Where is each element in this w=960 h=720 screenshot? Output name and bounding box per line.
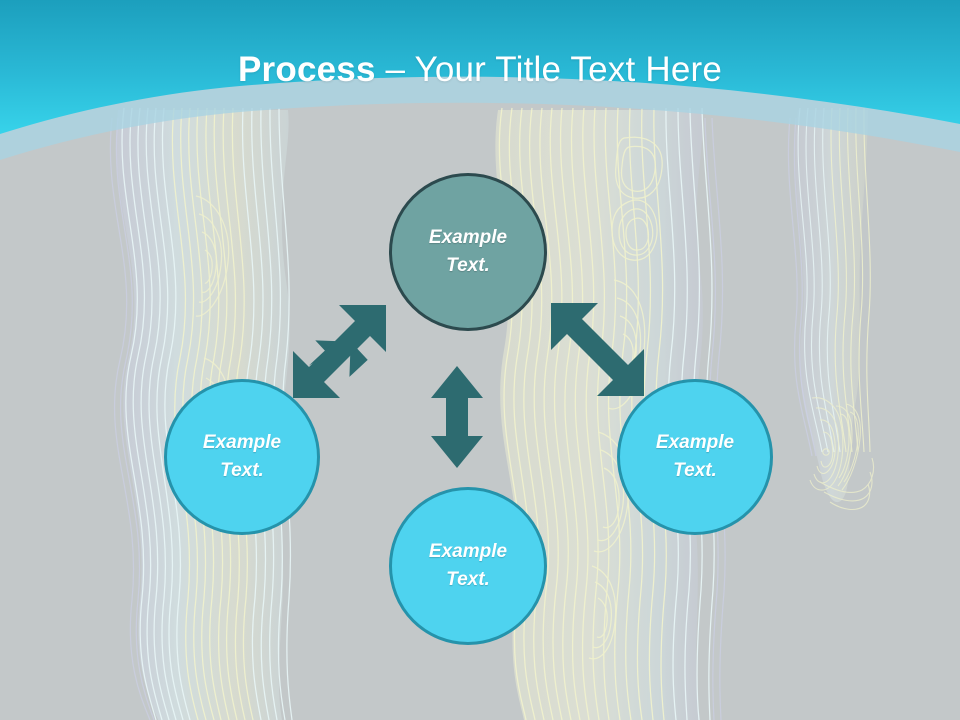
process-node-bottom[interactable]: Example Text. bbox=[389, 487, 547, 645]
title-strong: Process bbox=[238, 50, 376, 89]
title-light: Your Title Text Here bbox=[414, 50, 722, 89]
arrow-right-diagonal bbox=[551, 303, 644, 396]
process-node-left[interactable]: Example Text. bbox=[164, 379, 320, 535]
process-node-right-line1: Example bbox=[655, 432, 735, 453]
process-node-left-line2: Text. bbox=[220, 460, 264, 481]
process-node-left-line1: Example bbox=[202, 432, 282, 453]
process-node-top-line1: Example bbox=[428, 227, 508, 248]
process-node-right[interactable]: Example Text. bbox=[617, 379, 773, 535]
arrow-center-vertical bbox=[431, 366, 483, 468]
arrow-left-diagonal bbox=[293, 305, 386, 398]
process-node-top[interactable]: Example Text. bbox=[389, 173, 547, 331]
process-node-bottom-line2: Text. bbox=[446, 569, 490, 590]
process-node-top-line2: Text. bbox=[446, 255, 490, 276]
process-node-right-line2: Text. bbox=[673, 460, 717, 481]
title-separator: – bbox=[375, 50, 415, 89]
process-node-bottom-line1: Example bbox=[428, 541, 508, 562]
page-title: Process – Your Title Text Here bbox=[0, 48, 960, 92]
